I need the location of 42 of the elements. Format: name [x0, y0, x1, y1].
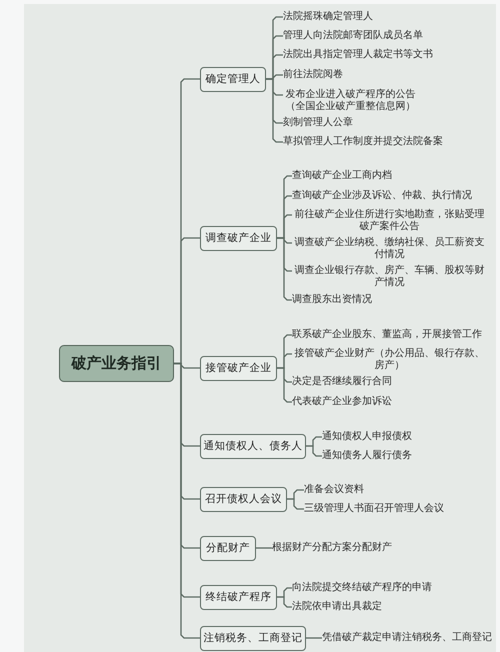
subtopic-text: 调查破产企业纳税、缴纳社保、员工薪资支付情况	[292, 237, 487, 261]
connector-line	[277, 367, 292, 403]
subtopic-text: 准备会议资料	[304, 484, 364, 496]
topic-box: 调查破产企业	[200, 226, 277, 250]
topic-box: 确定管理人	[200, 66, 266, 92]
subtopic-text: 草拟管理人工作制度并提交法院备案	[283, 136, 443, 148]
subtopic-text: 三级管理人书面召开管理人会议	[304, 503, 444, 515]
subtopic-text: 前往法院阅卷	[283, 69, 343, 81]
topic-box: 终结破产程序	[200, 584, 277, 610]
subtopic-text: 查询破产企业涉及诉讼、仲裁、执行情况	[292, 190, 472, 202]
subtopic-text: 调查股东出资情况	[292, 294, 372, 306]
subtopic-text: 前往破产企业住所进行实地勘查，张贴受理破产案件公告	[292, 209, 487, 233]
subtopic-text: 法院依申请出具裁定	[292, 601, 382, 613]
connector-line	[287, 498, 304, 510]
subtopic-text: 根据财产分配方案分配财产	[272, 542, 392, 554]
topic-box: 注销税务、工商登记	[200, 626, 306, 650]
central-topic-box: 破产业务指引	[59, 345, 174, 382]
subtopic-text: 通知债权人申报债权	[322, 431, 412, 443]
subtopic-text: 接管破产企业财产（办公用品、银行存款、房产）	[292, 348, 487, 372]
topic-box: 接管破产企业	[200, 356, 277, 380]
connector-line	[306, 637, 322, 639]
connector-line	[277, 596, 292, 608]
subtopic-text: 查询破产企业工商内档	[292, 170, 392, 182]
subtopic-text: 凭借破产裁定申请注销税务、工商登记	[322, 632, 492, 644]
subtopic-text: 向法院提交终结破产程序的申请	[292, 582, 432, 594]
topic-box: 通知债权人、债务人	[200, 434, 306, 458]
subtopic-text: 通知债务人履行债务	[322, 450, 412, 462]
topic-box: 召开债权人会议	[200, 486, 287, 512]
subtopic-text: 法院摇珠确定管理人	[283, 11, 373, 23]
topic-box: 分配财产	[200, 536, 256, 560]
subtopic-text: 决定是否继续履行合同	[292, 376, 392, 388]
connector-line	[266, 78, 283, 143]
connector-line	[256, 547, 272, 549]
subtopic-text: 联系破产企业股东、董监高，开展接管工作	[292, 329, 482, 341]
connector-line	[306, 445, 322, 457]
subtopic-text: 代表破产企业参加诉讼	[292, 396, 392, 408]
subtopic-text: 调查企业银行存款、房产、车辆、股权等财产情况	[292, 265, 487, 289]
subtopic-text: 管理人向法院邮寄团队成员名单	[283, 30, 423, 42]
subtopic-text: 法院出具指定管理人裁定书等文书	[283, 49, 433, 61]
connector-line	[277, 237, 292, 301]
subtopic-text: 刻制管理人公章	[283, 117, 353, 129]
subtopic-text: 发布企业进入破产程序的公告（全国企业破产重整信息网）	[283, 89, 418, 113]
